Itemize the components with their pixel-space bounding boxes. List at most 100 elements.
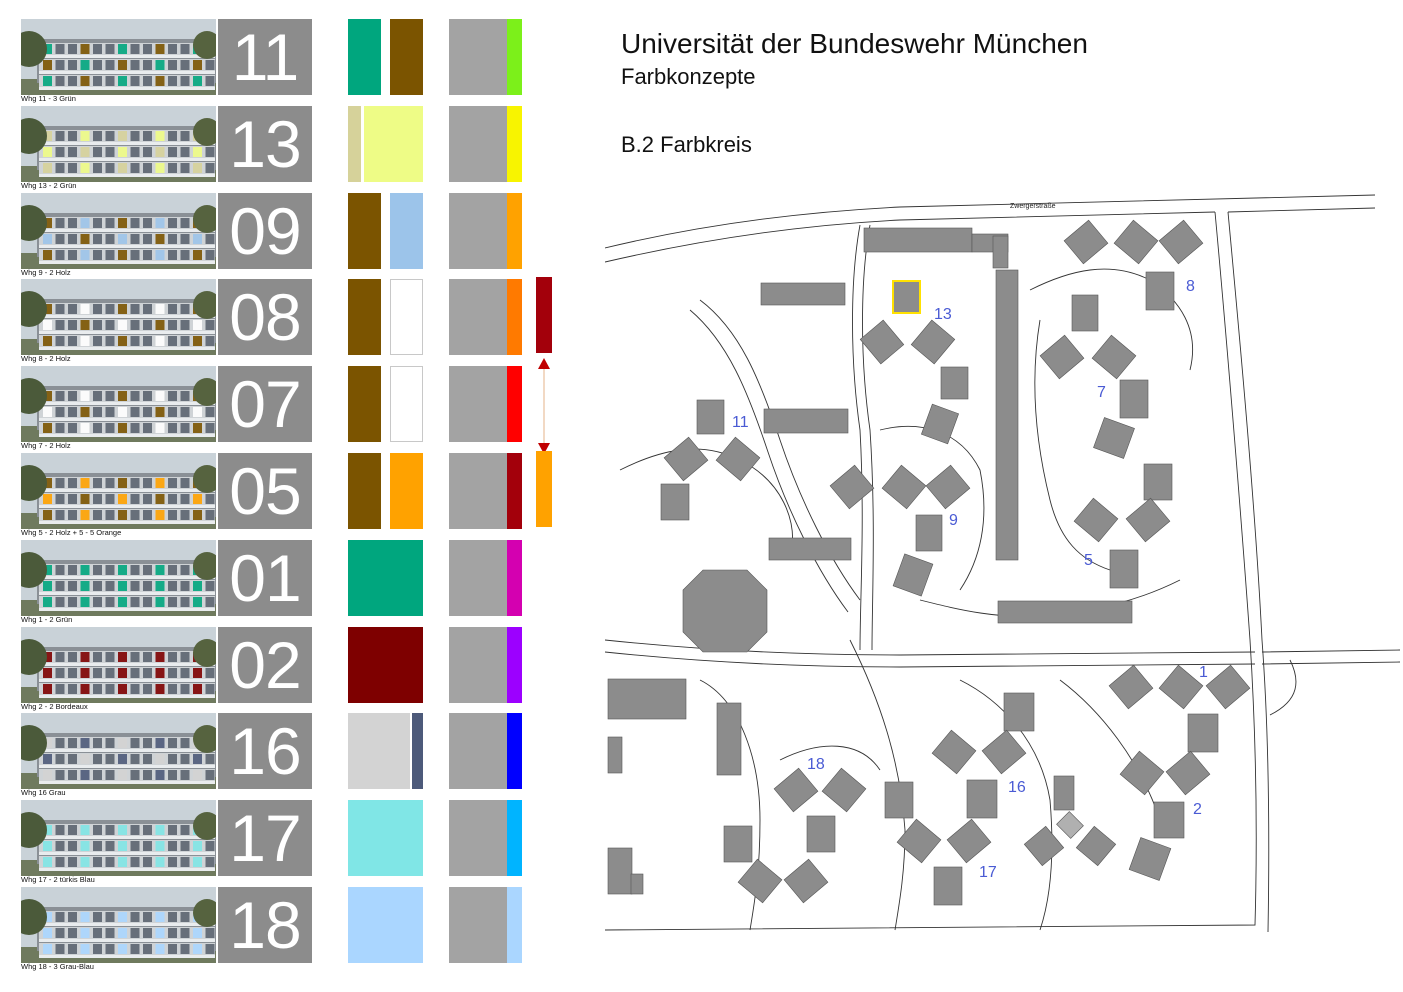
building-cluster-11 bbox=[660, 399, 761, 521]
map-label-17: 17 bbox=[979, 864, 997, 881]
neutral-swatch bbox=[449, 713, 507, 789]
color-swatch-2 bbox=[390, 366, 423, 442]
neutral-swatch bbox=[449, 627, 507, 703]
page-title: Universität der Bundeswehr München bbox=[621, 28, 1088, 59]
building-cluster-18 bbox=[723, 767, 867, 904]
map-blocks bbox=[607, 227, 1133, 895]
transition-arrow-icon bbox=[538, 358, 550, 454]
color-swatch-1 bbox=[348, 713, 410, 789]
accent-swatch bbox=[507, 19, 522, 95]
accent-swatch bbox=[507, 627, 522, 703]
building-number: 16 bbox=[218, 713, 312, 789]
building-photo bbox=[21, 19, 216, 95]
legend-row-02: Whg 2 - 2 Bordeaux 02 bbox=[0, 627, 560, 711]
color-swatch-1 bbox=[348, 279, 381, 355]
building-photo bbox=[21, 193, 216, 269]
map-labels: 13 8 7 11 9 5 1 18 16 2 17 bbox=[732, 278, 1208, 881]
color-swatch-2 bbox=[390, 279, 423, 355]
color-swatch-2 bbox=[390, 453, 423, 529]
building-photo bbox=[21, 800, 216, 876]
building-photo bbox=[21, 713, 216, 789]
building-caption: Whg 11 - 3 Grün bbox=[21, 94, 76, 103]
building-cluster-16 bbox=[931, 692, 1035, 819]
accent-swatch bbox=[507, 453, 522, 529]
map-label-16: 16 bbox=[1008, 779, 1026, 796]
map-residential-buildings bbox=[660, 219, 1251, 906]
building-cluster-7 bbox=[1039, 294, 1149, 459]
legend-row-05: Whg 5 - 2 Holz + 5 - 5 Orange 05 bbox=[0, 453, 560, 537]
section-heading: B.2 Farbkreis bbox=[621, 132, 752, 157]
site-map: Zwergerstraße bbox=[605, 194, 1400, 933]
color-swatch-1 bbox=[348, 540, 423, 616]
accent-swatch bbox=[507, 106, 522, 182]
building-photo bbox=[21, 106, 216, 182]
map-label-7: 7 bbox=[1097, 384, 1106, 401]
building-caption: Whg 5 - 2 Holz + 5 - 5 Orange bbox=[21, 528, 122, 537]
map-label-11: 11 bbox=[732, 414, 749, 431]
accent-swatch bbox=[507, 540, 522, 616]
page-subtitle: Farbkonzepte bbox=[621, 64, 756, 89]
neutral-swatch bbox=[449, 800, 507, 876]
building-photo bbox=[21, 279, 216, 355]
color-swatch-2 bbox=[364, 106, 423, 182]
building-caption: Whg 9 - 2 Holz bbox=[21, 268, 71, 277]
accent-swatch bbox=[507, 887, 522, 963]
color-swatch-2 bbox=[390, 193, 423, 269]
neutral-swatch bbox=[449, 453, 507, 529]
building-cluster-5 bbox=[1073, 463, 1173, 589]
color-swatch-2 bbox=[390, 19, 423, 95]
neutral-swatch bbox=[449, 193, 507, 269]
neutral-swatch bbox=[449, 106, 507, 182]
neutral-swatch bbox=[449, 19, 507, 95]
building-number: 02 bbox=[218, 627, 312, 703]
legend-row-08: Whg 8 - 2 Holz 08 bbox=[0, 279, 560, 363]
building-caption: Whg 8 - 2 Holz bbox=[21, 354, 71, 363]
map-label-18: 18 bbox=[807, 756, 825, 773]
building-photo bbox=[21, 627, 216, 703]
color-swatch-1 bbox=[348, 887, 423, 963]
building-photo bbox=[21, 540, 216, 616]
color-swatch-1 bbox=[348, 453, 381, 529]
building-number: 18 bbox=[218, 887, 312, 963]
transition-bottom-swatch bbox=[536, 451, 552, 527]
building-caption: Whg 16 Grau bbox=[21, 788, 66, 797]
legend-row-16: Whg 16 Grau 16 bbox=[0, 713, 560, 797]
map-label-2: 2 bbox=[1193, 801, 1202, 818]
map-label-8: 8 bbox=[1186, 278, 1195, 295]
building-number: 17 bbox=[218, 800, 312, 876]
building-cluster-unlabeled bbox=[1023, 775, 1117, 867]
neutral-swatch bbox=[449, 887, 507, 963]
color-swatch-1 bbox=[348, 800, 423, 876]
color-swatch-1 bbox=[348, 627, 423, 703]
accent-swatch bbox=[507, 366, 522, 442]
map-label-1: 1 bbox=[1199, 664, 1208, 681]
building-caption: Whg 2 - 2 Bordeaux bbox=[21, 702, 88, 711]
building-number: 11 bbox=[218, 19, 312, 95]
street-label: Zwergerstraße bbox=[1010, 203, 1056, 210]
road-network bbox=[605, 194, 1400, 933]
accent-swatch bbox=[507, 800, 522, 876]
color-swatch-1 bbox=[348, 19, 381, 95]
map-label-9: 9 bbox=[949, 512, 958, 529]
accent-swatch bbox=[507, 713, 522, 789]
color-swatch-1 bbox=[348, 366, 381, 442]
building-cluster-17 bbox=[884, 781, 992, 906]
transition-top-swatch bbox=[536, 277, 552, 353]
neutral-swatch bbox=[449, 279, 507, 355]
accent-swatch bbox=[507, 279, 522, 355]
building-number: 05 bbox=[218, 453, 312, 529]
color-swatch-1 bbox=[348, 193, 381, 269]
color-swatch-2 bbox=[412, 713, 423, 789]
building-photo bbox=[21, 887, 216, 963]
legend-row-13: Whg 13 - 2 Grün 13 bbox=[0, 106, 560, 190]
building-caption: Whg 13 - 2 Grün bbox=[21, 181, 77, 190]
building-photo bbox=[21, 453, 216, 529]
building-number: 13 bbox=[218, 106, 312, 182]
building-photo bbox=[21, 366, 216, 442]
building-number: 07 bbox=[218, 366, 312, 442]
building-number: 08 bbox=[218, 279, 312, 355]
